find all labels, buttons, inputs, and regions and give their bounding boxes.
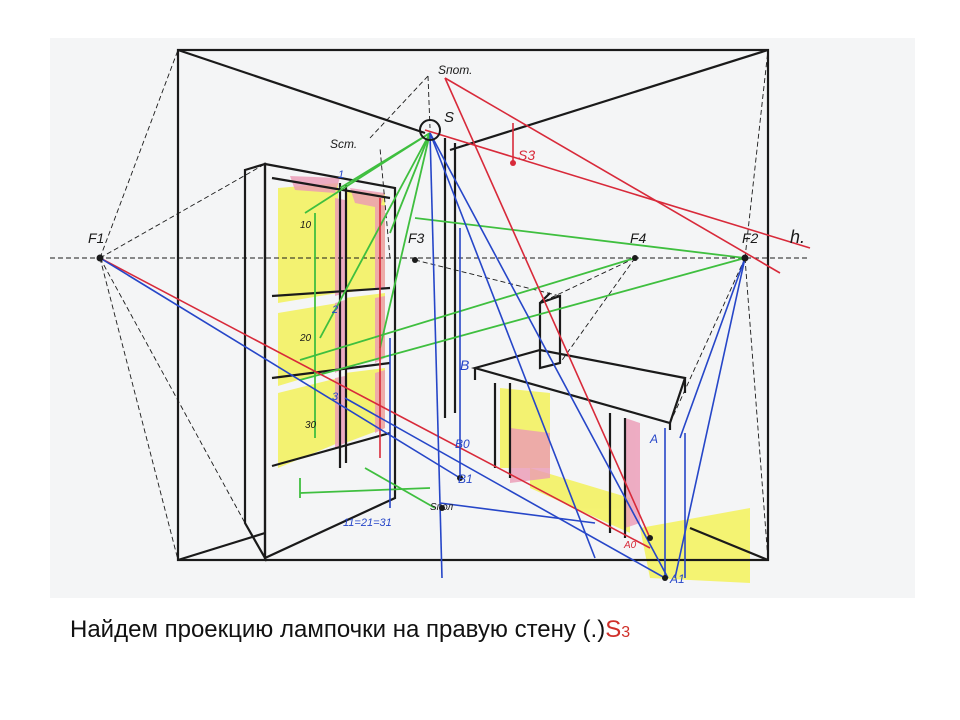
label-b: B	[460, 357, 469, 373]
label-s-pol: Sпол	[430, 502, 454, 513]
label-s-st: Sст.	[330, 137, 357, 151]
label-s: S	[444, 109, 454, 126]
caption-point-index: 3	[621, 624, 631, 641]
label-h: h.	[790, 227, 805, 247]
label-f4: F4	[630, 230, 647, 246]
label-n2: 2	[331, 304, 338, 316]
perspective-drawing: Sпот. S Sст. S3 F1 F2 F3 F4 h. B B0 B1 A…	[50, 38, 915, 598]
label-a1: A1	[669, 572, 685, 586]
labels: Sпот. S Sст. S3 F1 F2 F3 F4 h. B B0 B1 A…	[88, 63, 805, 586]
green-lines	[299, 132, 746, 509]
label-b1: B1	[458, 472, 473, 486]
label-s-pot: Sпот.	[438, 63, 472, 77]
label-n1: 1	[338, 169, 344, 181]
label-n10: 10	[300, 220, 312, 231]
label-f3: F3	[408, 230, 425, 246]
ink-lines	[176, 48, 770, 563]
label-a0: A0	[623, 540, 637, 551]
blue-lines	[99, 132, 746, 579]
red-lines	[99, 77, 811, 549]
label-n20: 20	[299, 333, 312, 344]
label-eq: 11=21=31	[343, 517, 392, 529]
point-markers	[96, 160, 749, 581]
lamp-circle	[419, 119, 441, 141]
caption-point: S	[605, 616, 622, 643]
label-n30: 30	[305, 420, 317, 431]
thin-ink-lines	[50, 49, 810, 561]
label-s3: S3	[518, 147, 535, 163]
label-f1: F1	[88, 230, 104, 246]
caption-text: Найдем проекцию лампочки на правую стену…	[70, 616, 606, 643]
slide-caption: Найдем проекцию лампочки на правую стену…	[70, 616, 630, 644]
label-n3: 3	[332, 391, 339, 403]
label-b0: B0	[455, 437, 470, 451]
label-f2: F2	[742, 230, 759, 246]
perspective-svg: Sпот. S Sст. S3 F1 F2 F3 F4 h. B B0 B1 A…	[50, 48, 811, 586]
label-a: A	[649, 432, 658, 446]
